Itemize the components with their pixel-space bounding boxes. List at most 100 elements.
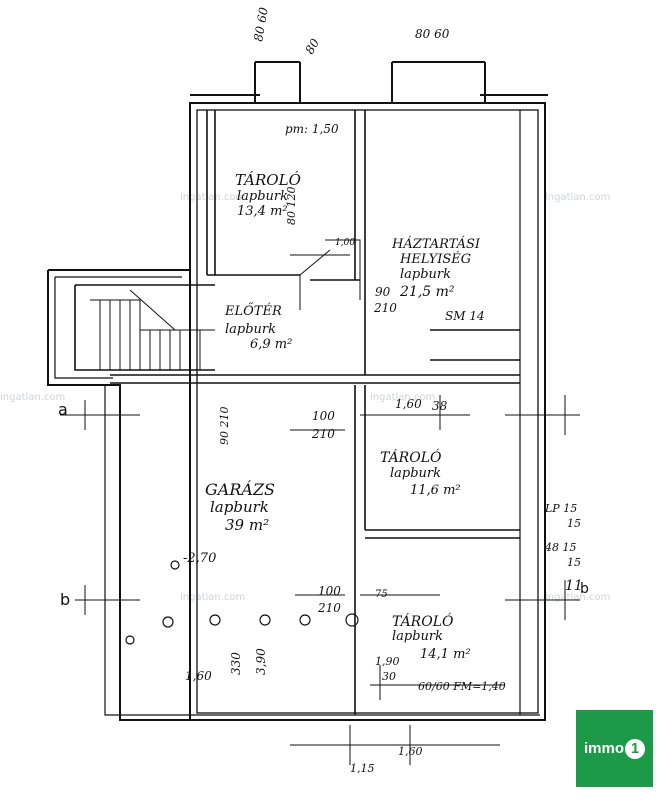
room-area-garazs: 39 m² [225,516,269,534]
dim-text: 210 [317,601,341,615]
room-area-tarolo-3: 14,1 m² [420,647,471,662]
room-floor-tarolo-2: lapburk [390,466,441,481]
dim-text: 1,15 [350,762,375,775]
dim-text: 75 [375,589,388,600]
dim-160 [360,395,470,430]
garage-top-wall [110,374,520,384]
storage-wall-bottom [207,274,360,281]
dim-text: 90 [375,285,391,299]
logo-digit: 1 [625,738,645,759]
dim-bottom-right [370,665,505,700]
marker-circle [259,614,271,626]
dim-text: 38 [432,399,448,413]
dim-text: 330 [229,652,243,675]
room-extra-haztartasi: SM 14 [445,309,485,323]
stair-steps [90,299,141,370]
left-wing-inner [54,276,182,379]
room-floor-garazs: lapburk [210,498,269,516]
inner-wall-line [196,109,539,714]
storage-divider [365,529,520,539]
outer-walls [47,61,548,721]
dim-text: 30 [382,670,396,683]
room-name-haztartasi-2: HELYISÉG [399,251,471,267]
utility-counter [430,329,520,361]
left-wing-wall [47,269,191,721]
stair-steps-2 [140,329,215,370]
door-dims [290,429,440,596]
room-name-haztartasi-1: HÁZTARTÁSI [391,236,481,252]
watermark: ingatlan.com [0,392,65,403]
dimension-texts: 80 60 80 80 60 pm: 1,50 1,00 80 120 90 2… [58,6,589,775]
marker-circle [345,613,359,627]
stair-arrow [129,289,176,331]
watermark: ingatlan.com [545,192,610,203]
room-name-eloter: ELŐTÉR [224,303,282,319]
level-garazs: -2,70 [183,551,216,566]
top-window-right [391,61,486,103]
axis-label-right-b: b [580,581,589,597]
room-floor-haztartasi: lapburk [400,267,451,282]
interior-walls [74,110,521,715]
axis-label-b: b [60,590,70,609]
garage-outer-line [104,385,540,716]
marker-circle [299,614,311,626]
room-area-tarolo-2: 11,6 m² [410,483,461,498]
dim-text: 1,00 [335,238,355,248]
room-area-tarolo-1: 13,4 m² [237,204,288,219]
marker-circle [209,614,221,626]
dim-text: pm: 1,50 [285,122,339,136]
storage-wall-right [354,110,366,375]
dim-text: 80 120 [285,187,298,226]
dim-text: 15 [567,556,581,569]
dim-text: 100 [318,584,341,598]
dim-text: 80 [302,36,322,57]
dim-text: 1,90 [375,655,400,668]
dim-text: LP 15 [544,502,577,515]
level-marker [170,560,180,570]
axis-label-a: a [58,400,68,419]
stair-box [74,284,215,371]
outer-wall [189,102,546,721]
dim-text: 100 [312,409,335,423]
marker-circle [162,616,174,628]
door-leaf [299,249,331,310]
axis-right-a [505,395,580,435]
room-area-eloter: 6,9 m² [250,337,292,352]
dim-text: 80 60 [251,6,271,43]
watermark: ingatlan.com [370,392,435,403]
dim-text: 60/60 FM=1,40 [418,680,506,693]
dim-text: 15 [567,517,581,530]
dim-text: 90 210 [218,407,231,446]
watermark: ingatlan.com [180,192,245,203]
dim-text: 80 60 [415,27,450,41]
stairs [90,239,361,370]
door-swing-eloter [290,239,361,300]
dim-text: 11 [565,578,583,594]
dim-bottom [290,725,500,765]
storage-wall-left [206,110,216,275]
watermark: ingatlan.com [180,592,245,603]
axis-right-b [505,580,580,620]
room-name-tarolo-3: TÁROLÓ [392,612,454,630]
axis-a [60,400,140,430]
room-name-tarolo-2: TÁROLÓ [380,448,442,466]
marker-circle [125,635,135,645]
logo-text: immo [583,740,624,757]
column-markers [125,560,359,645]
dim-text: 210 [311,427,335,441]
dim-text: 210 [373,301,397,315]
garage-right-wall [354,385,366,715]
room-labels: TÁROLÓ lapburk 13,4 m² HÁZTARTÁSI HELYIS… [183,171,485,662]
dim-text: 3,90 [254,648,268,675]
dim-text: 1,60 [395,397,422,411]
watermark: ingatlan.com [545,592,610,603]
dim-text: 1,60 [398,745,423,758]
watermarks: ingatlan.com ingatlan.com ingatlan.com i… [0,192,610,603]
dim-text: 48 15 [544,541,577,554]
dimension-lines [60,395,580,765]
room-floor-tarolo-1: lapburk [237,189,288,204]
room-area-haztartasi: 21,5 m² [399,284,455,300]
